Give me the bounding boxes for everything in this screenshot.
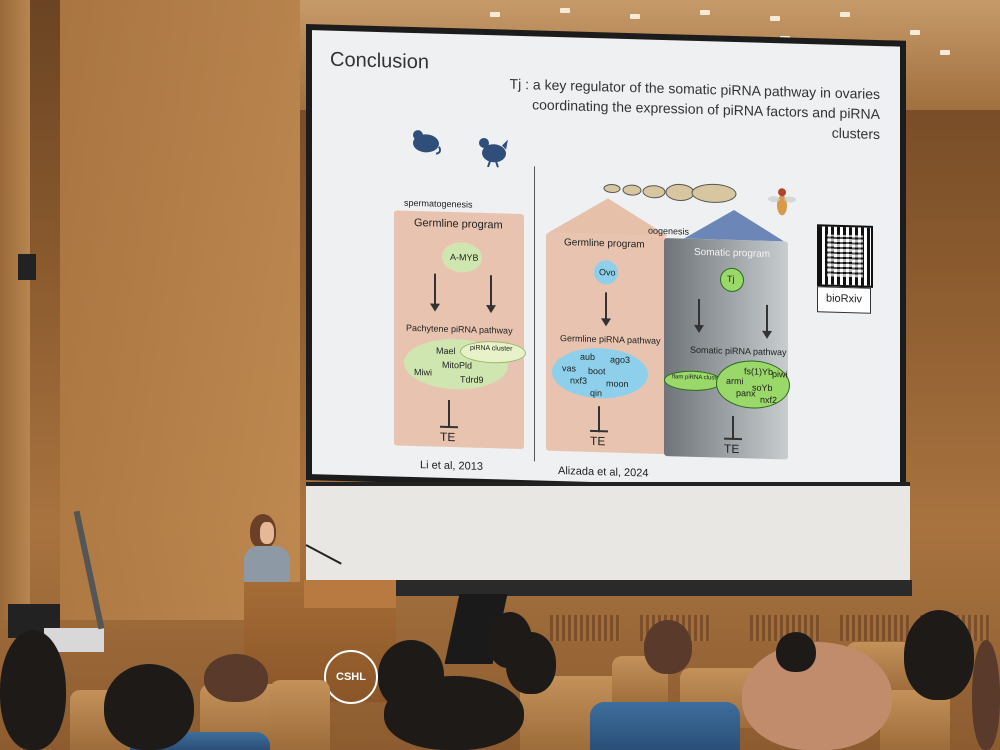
protein-label: qin (590, 387, 603, 399)
audience-member (742, 642, 892, 750)
ovariole-icon (603, 183, 737, 203)
pirna-cluster-label: piRNA cluster (470, 344, 513, 353)
divider (534, 166, 535, 462)
protein-label: armi (726, 375, 744, 387)
amyb-label: A-MYB (450, 252, 479, 263)
fly-icon (768, 188, 796, 216)
ceiling-light (840, 12, 850, 17)
ovo-label: Ovo (599, 267, 616, 278)
ceiling-light (940, 50, 950, 55)
qr-code (817, 224, 873, 288)
audience-member (776, 632, 816, 672)
pillar (0, 0, 30, 620)
te-label: TE (724, 441, 740, 457)
chicken-icon (479, 137, 508, 168)
ceiling-light (630, 14, 640, 19)
camera-icon (18, 254, 36, 280)
ceiling-light (770, 16, 780, 21)
seat (590, 702, 740, 750)
protein-label: Tdrd9 (460, 374, 484, 385)
audience-member (104, 664, 194, 750)
te-label: TE (440, 429, 456, 445)
audience-member (204, 654, 268, 702)
protein-label: aub (580, 351, 596, 363)
audience-member (0, 630, 66, 750)
citation: Li et al, 2013 (420, 459, 483, 473)
biorxiv-badge: bioRxiv (817, 286, 871, 314)
projection-screen: Conclusion Tj : a key regulator of the s… (306, 24, 906, 497)
arrow (766, 304, 768, 333)
tj-label: Tj (727, 273, 735, 284)
program-label: Germline program (564, 237, 645, 251)
slide: Conclusion Tj : a key regulator of the s… (312, 30, 900, 491)
program-label: Somatic program (694, 246, 771, 260)
protein-label: moon (606, 378, 629, 390)
protein-label: Miwi (414, 367, 432, 378)
audience-member (384, 676, 524, 750)
spermatogenesis-label: spermatogenesis (404, 197, 473, 210)
podium-top (304, 580, 396, 608)
ceiling-light (490, 12, 500, 17)
mouse-icon (413, 130, 441, 155)
slide-title: Conclusion (330, 48, 429, 74)
audience-member (972, 640, 1000, 750)
somatic-triangle (684, 208, 784, 242)
protein-label: nxf3 (570, 375, 588, 386)
protein-label: boot (588, 365, 606, 377)
protein-label: panx (736, 388, 756, 399)
ceiling-light (560, 8, 570, 13)
citation: Alizada et al, 2024 (558, 465, 649, 480)
protein-label: fs(1)Yb (744, 366, 774, 378)
screen-base (396, 580, 912, 596)
audience-member (506, 632, 556, 694)
protein-label: vas (562, 363, 577, 374)
arrow (434, 273, 436, 306)
protein-label: ago3 (610, 354, 631, 366)
audience-member (644, 620, 692, 674)
venue-logo: CSHL (324, 650, 378, 704)
protein-label: nxf2 (760, 394, 778, 406)
arrow (698, 298, 700, 328)
protein-label: MitoPld (442, 359, 473, 371)
program-label: Germline program (414, 217, 503, 232)
vent (550, 615, 620, 641)
inhibition-bar (732, 415, 734, 440)
protein-label: Mael (436, 345, 456, 357)
ceiling-light (910, 30, 920, 35)
inhibition-bar (448, 399, 450, 429)
protein-label: piwi (772, 369, 788, 380)
te-label: TE (590, 433, 606, 449)
ceiling-light (700, 10, 710, 15)
presenter-face (260, 522, 274, 544)
audience-member (904, 610, 974, 700)
arrow (490, 275, 492, 308)
whiteboard-panel (306, 482, 910, 586)
vent (840, 615, 910, 641)
arrow (605, 292, 607, 321)
slide-subtitle: Tj : a key regulator of the somatic piRN… (500, 73, 880, 144)
seat (270, 680, 330, 750)
inhibition-bar (598, 406, 600, 433)
